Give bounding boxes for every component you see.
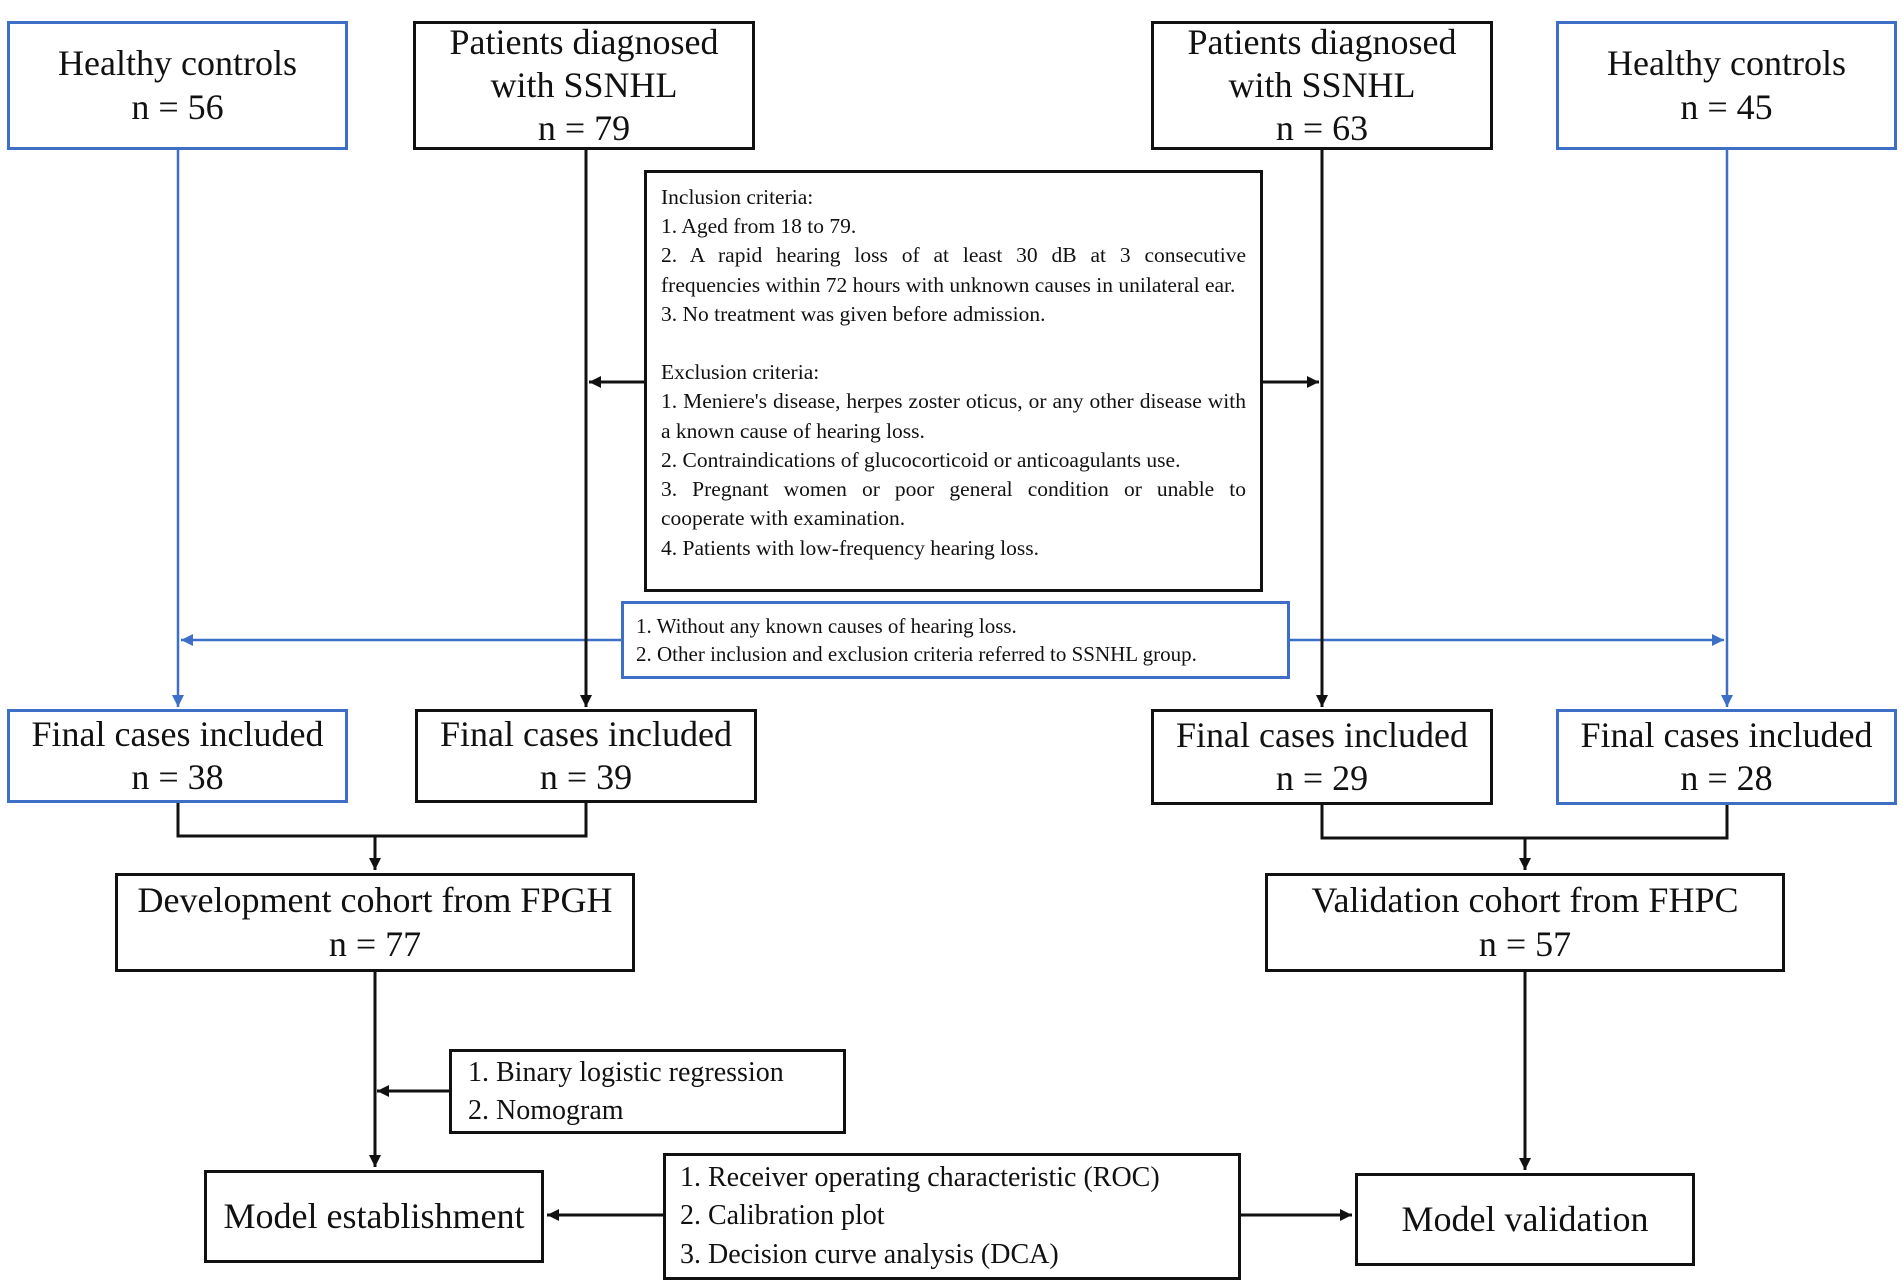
- inclusion-item-3: 3. No treatment was given before admissi…: [661, 301, 1046, 326]
- patients-right-title-line1: Patients diagnosed: [1187, 21, 1457, 62]
- healthy-controls-right-n: n = 45: [1680, 86, 1773, 127]
- final-patients-left-title: Final cases included: [440, 713, 732, 754]
- healthy-controls-left-box: Healthy controls n = 56: [7, 21, 348, 150]
- exclusion-title: Exclusion criteria:: [661, 360, 820, 385]
- inclusion-title: Inclusion criteria:: [661, 185, 814, 209]
- patients-right-box: Patients diagnosed with SSNHL n = 63: [1151, 21, 1493, 150]
- healthy-controls-left-title: Healthy controls: [58, 43, 297, 84]
- development-cohort-n: n = 77: [328, 923, 422, 964]
- final-patients-right-box: Final cases included n = 29: [1151, 709, 1493, 805]
- evaluation-item-3: 3. Decision curve analysis (DCA): [680, 1238, 1059, 1270]
- inclusion-item-2: 2. A rapid hearing loss of at least 30 d…: [661, 243, 1246, 297]
- healthy-controls-right-title: Healthy controls: [1607, 43, 1846, 84]
- control-criteria-item-2: 2. Other inclusion and exclusion criteri…: [636, 642, 1197, 666]
- merge-right: [1320, 805, 1729, 840]
- exclusion-item-3: 3. Pregnant women or poor general condit…: [661, 477, 1246, 531]
- final-healthy-left-title: Final cases included: [31, 713, 324, 754]
- methods-item-2: 2. Nomogram: [468, 1094, 624, 1126]
- model-establishment-label: Model establishment: [223, 1195, 525, 1236]
- final-patients-right-title: Final cases included: [1176, 714, 1468, 755]
- final-healthy-right-title: Final cases included: [1580, 714, 1873, 755]
- model-validation-label: Model validation: [1401, 1198, 1649, 1239]
- final-healthy-right-n: n = 28: [1680, 758, 1773, 798]
- exclusion-item-2: 2. Contraindications of glucocorticoid o…: [661, 447, 1181, 472]
- evaluation-item-2: 2. Calibration plot: [680, 1200, 885, 1232]
- patients-left-box: Patients diagnosed with SSNHL n = 79: [413, 21, 755, 150]
- model-establishment-box: Model establishment: [204, 1170, 544, 1263]
- control-criteria-box: 1. Without any known causes of hearing l…: [621, 601, 1290, 679]
- merge-left: [176, 803, 588, 838]
- final-patients-right-n: n = 29: [1275, 758, 1369, 798]
- patients-left-title-line1: Patients diagnosed: [449, 21, 719, 62]
- final-healthy-right-box: Final cases included n = 28: [1556, 709, 1897, 805]
- development-cohort-title: Development cohort from FPGH: [137, 880, 613, 921]
- exclusion-item-1: 1. Meniere's disease, herpes zoster otic…: [661, 389, 1246, 443]
- final-healthy-left-box: Final cases included n = 38: [7, 709, 348, 803]
- model-validation-box: Model validation: [1355, 1173, 1695, 1266]
- validation-cohort-n: n = 57: [1478, 923, 1572, 964]
- criteria-box: Inclusion criteria: 1. Aged from 18 to 7…: [644, 170, 1263, 592]
- final-patients-left-box: Final cases included n = 39: [415, 709, 757, 803]
- development-cohort-box: Development cohort from FPGH n = 77: [115, 873, 635, 972]
- validation-cohort-title: Validation cohort from FHPC: [1311, 880, 1739, 921]
- methods-item-1: 1. Binary logistic regression: [468, 1056, 784, 1088]
- patients-left-title-line2: with SSNHL: [490, 64, 678, 105]
- patients-left-n: n = 79: [537, 108, 631, 149]
- final-healthy-left-n: n = 38: [131, 757, 224, 797]
- patients-right-title-line2: with SSNHL: [1228, 64, 1416, 105]
- patients-right-n: n = 63: [1275, 108, 1369, 149]
- methods-box: 1. Binary logistic regression 2. Nomogra…: [449, 1049, 846, 1134]
- evaluation-box: 1. Receiver operating characteristic (RO…: [663, 1153, 1241, 1280]
- exclusion-item-4: 4. Patients with low-frequency hearing l…: [661, 535, 1039, 560]
- final-patients-left-n: n = 39: [539, 757, 633, 797]
- healthy-controls-right-box: Healthy controls n = 45: [1556, 21, 1897, 150]
- validation-cohort-box: Validation cohort from FHPC n = 57: [1265, 873, 1785, 972]
- evaluation-item-1: 1. Receiver operating characteristic (RO…: [680, 1161, 1160, 1193]
- healthy-controls-left-n: n = 56: [131, 86, 224, 127]
- inclusion-item-1: 1. Aged from 18 to 79.: [661, 214, 857, 239]
- control-criteria-item-1: 1. Without any known causes of hearing l…: [636, 613, 1017, 638]
